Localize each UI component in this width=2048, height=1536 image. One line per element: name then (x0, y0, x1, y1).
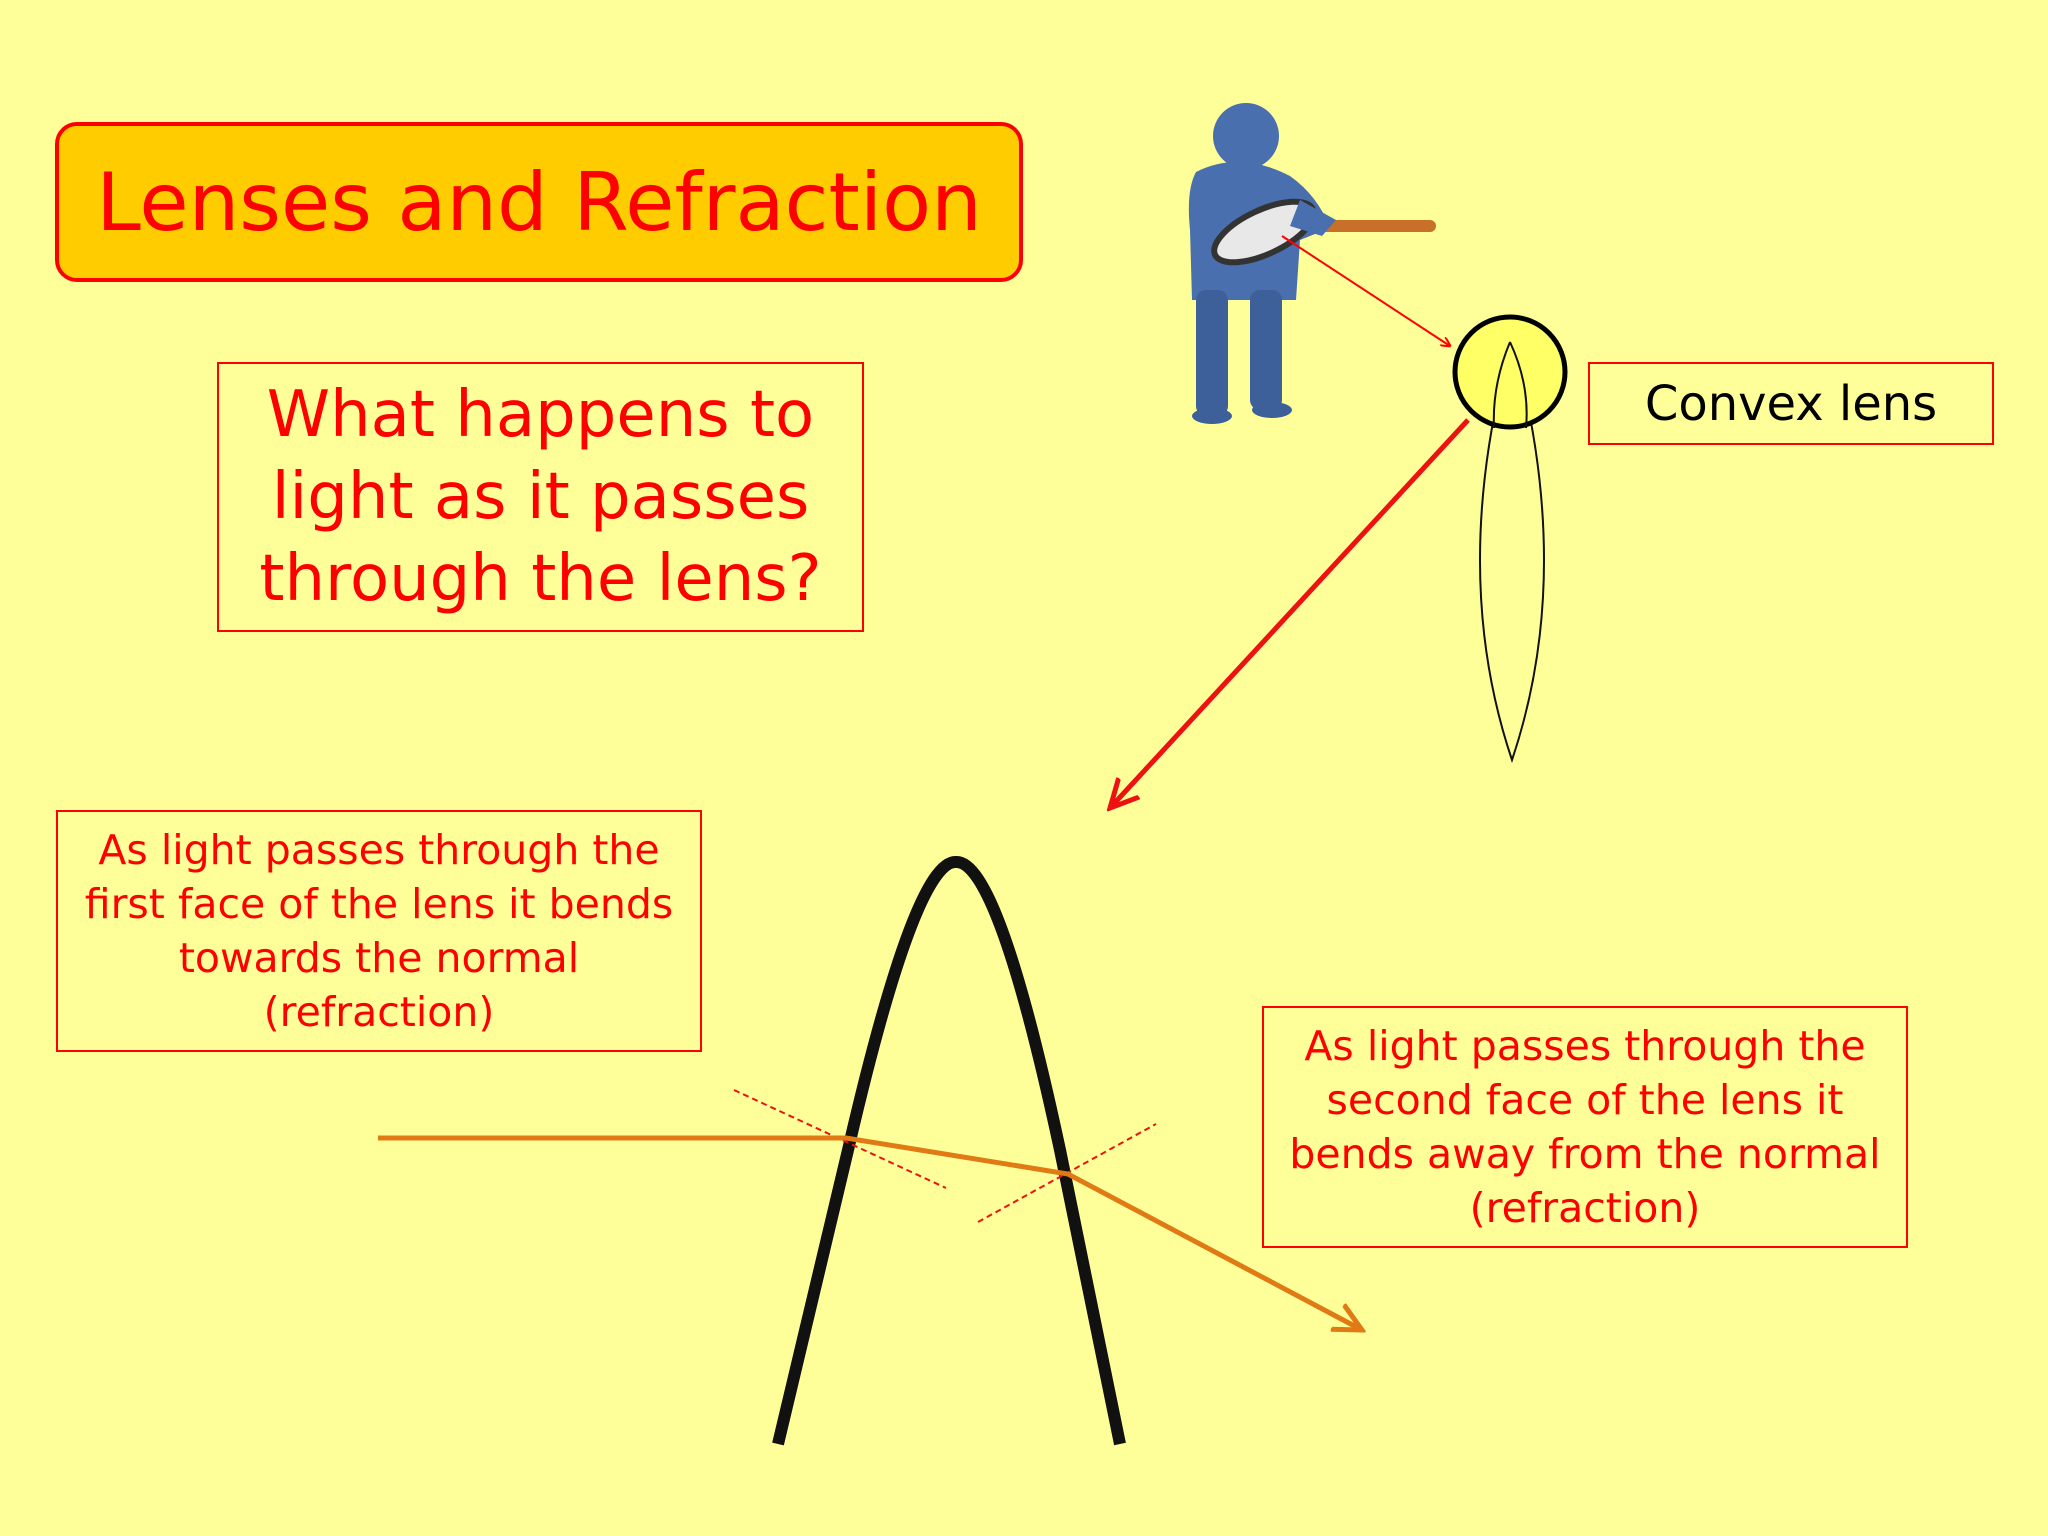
small-convex-lens (1479, 336, 1545, 764)
magnifier-icon (1211, 198, 1436, 266)
title-banner: Lenses and Refraction (55, 122, 1023, 282)
second-face-explanation: As light passes through the second face … (1262, 1006, 1908, 1248)
magnify-pointer-arrow (1281, 235, 1450, 346)
magnified-region-circle (1452, 314, 1568, 430)
zoom-arrow (1110, 418, 1470, 808)
question-box: What happens to light as it passes throu… (217, 362, 864, 632)
convex-lens-label: Convex lens (1588, 362, 1994, 445)
normal-line-first (733, 1089, 947, 1189)
light-ray (378, 1135, 1362, 1330)
first-face-explanation: As light passes through the first face o… (56, 810, 702, 1052)
zoomed-lens-edge (772, 856, 1126, 1446)
page-title: Lenses and Refraction (96, 155, 982, 249)
person-with-magnifier-icon (1188, 103, 1436, 424)
